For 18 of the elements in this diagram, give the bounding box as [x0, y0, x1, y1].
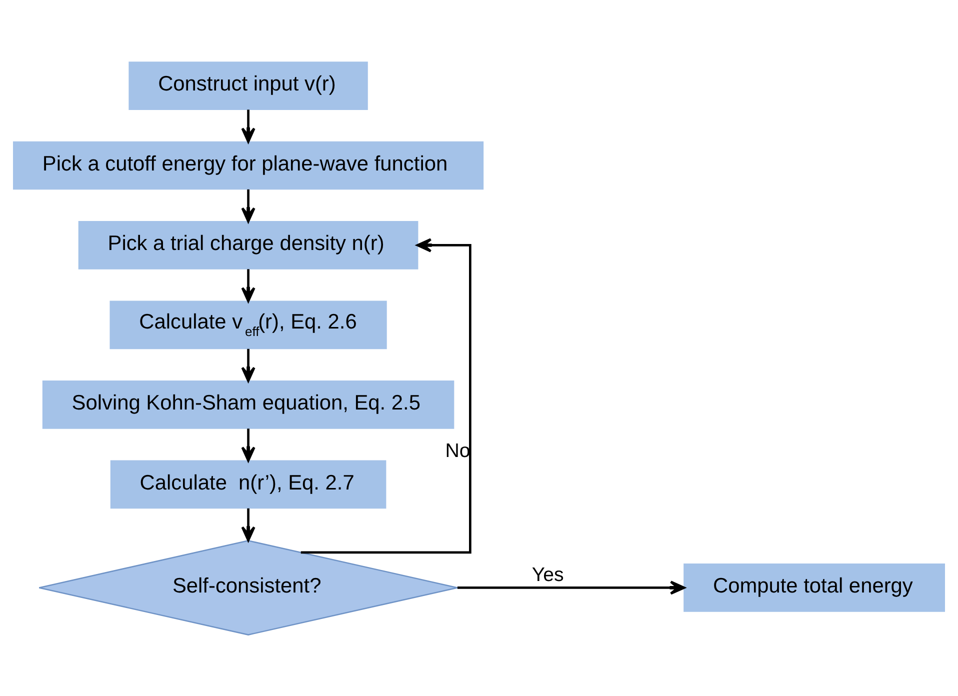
node-box: Calculate n(r’), Eq. 2.7 [110, 460, 386, 508]
arrow [241, 348, 256, 382]
arrow [457, 580, 686, 594]
arrow [241, 109, 256, 142]
node-box: Solving Kohn-Sham equation, Eq. 2.5 [42, 380, 454, 428]
arrow [241, 428, 256, 462]
edge-label: No [445, 440, 470, 462]
node-diamond: Self-consistent? [38, 539, 458, 635]
edge-label: Yes [532, 564, 564, 586]
node-box: Pick a cutoff energy for plane-wave function [13, 140, 484, 190]
node-box: Pick a trial charge density n(r) [78, 220, 418, 269]
node-box: Construct input v(r) [128, 61, 368, 110]
arrow [300, 238, 472, 554]
node-box: Calculate v$_{eff}$(r), Eq. 2.6 [110, 300, 387, 349]
arrow [241, 268, 256, 302]
arrow [241, 508, 256, 541]
arrow [241, 188, 256, 222]
node-box: Compute total energy [684, 563, 945, 612]
